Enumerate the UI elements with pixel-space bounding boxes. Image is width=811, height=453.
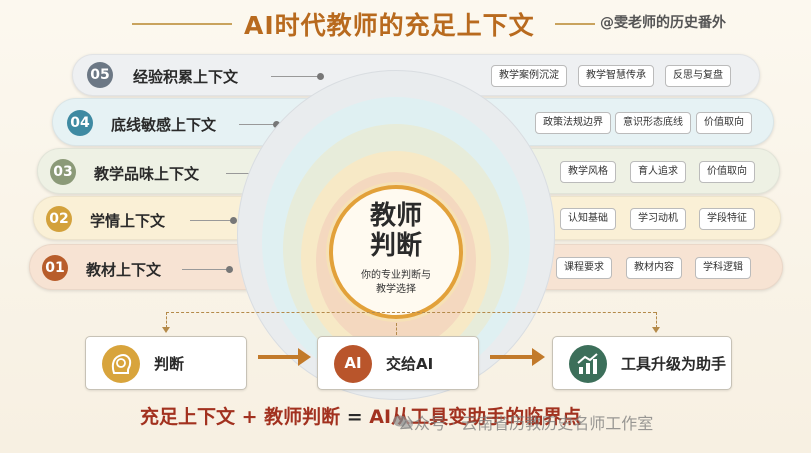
flow-box-judgment: 判断	[85, 336, 247, 390]
band-tag: 育人追求	[630, 161, 686, 183]
flow-box-tool-to-assistant: 工具升级为助手	[552, 336, 732, 390]
title-decor-line-right	[555, 23, 595, 25]
growth-chart-icon	[569, 345, 607, 383]
band-tag: 学习动机	[630, 208, 686, 230]
slogan-part1: 充足上下文 + 教师判断	[140, 406, 347, 428]
band-tag: 价值取向	[699, 161, 755, 183]
title-decor-line-left	[132, 23, 232, 25]
branch-drop-left	[166, 312, 167, 328]
band-label: 教材上下文	[86, 261, 162, 279]
band-tag: 认知基础	[560, 208, 616, 230]
band-tag: 教学智慧传承	[578, 65, 654, 87]
page-title: AI时代教师的充足上下文	[244, 6, 574, 42]
band-tag: 学段特征	[699, 208, 755, 230]
band-tag: 教学风格	[560, 161, 616, 183]
flow-arrow-1	[258, 348, 312, 366]
core-subtitle-line2: 教学选择	[376, 284, 416, 295]
band-number-badge: 02	[46, 206, 72, 232]
slogan-part2: AI从工具变助手的临界点	[362, 406, 582, 428]
band-label: 教学品味上下文	[94, 165, 200, 183]
band-number-badge: 05	[87, 62, 113, 88]
band-tag: 学科逻辑	[695, 257, 751, 279]
band-number-badge: 03	[50, 159, 76, 185]
flow-box-hand-to-ai: AI 交给AI	[317, 336, 479, 390]
band-tag: 课程要求	[556, 257, 612, 279]
band-number-badge: 01	[42, 255, 68, 281]
account-watermark: 公众号 · 云南省历教历史名师工作室	[398, 414, 654, 433]
wechat-logo-icon	[393, 415, 413, 429]
band-tag: 价值取向	[696, 112, 752, 134]
band-label: 学情上下文	[90, 212, 166, 230]
slogan-equals: =	[346, 406, 363, 428]
author-watermark: @雯老师的历史番外	[600, 15, 726, 31]
flow-label: 判断	[154, 355, 185, 373]
band-tag: 反思与复盘	[665, 65, 731, 87]
ai-badge-text: AI	[344, 354, 362, 372]
flow-arrow-2	[490, 348, 546, 366]
band-label: 经验积累上下文	[133, 68, 239, 86]
band-tag: 教材内容	[626, 257, 682, 279]
band-connector	[271, 73, 324, 80]
flow-label: 工具升级为助手	[621, 355, 727, 373]
branch-drop-right	[656, 312, 657, 328]
core-subtitle-line1: 你的专业判断与	[361, 270, 431, 281]
band-connector	[239, 121, 280, 128]
band-number-badge: 04	[67, 110, 93, 136]
core-drop-line	[396, 323, 397, 335]
head-bulb-icon	[102, 345, 140, 383]
branch-line	[166, 312, 656, 313]
band-connector	[182, 266, 233, 273]
arrow-down-icon	[162, 327, 170, 333]
band-tag: 政策法规边界	[535, 112, 611, 134]
band-tag: 教学案例沉淀	[491, 65, 567, 87]
arrow-down-icon	[652, 327, 660, 333]
flow-label: 交给AI	[386, 355, 434, 373]
band-tag: 意识形态底线	[615, 112, 691, 134]
core-title-line1: 教师	[369, 201, 422, 231]
band-connector	[190, 217, 237, 224]
band-label: 底线敏感上下文	[111, 116, 217, 134]
title-prefix: AI	[244, 11, 275, 40]
core-title-line2: 判断	[369, 231, 422, 261]
ai-badge-icon: AI	[334, 345, 372, 383]
bottom-slogan: 充足上下文 + 教师判断 = AI从工具变助手的临界点	[140, 402, 581, 429]
teacher-judgment-core: 教师 判断 你的专业判断与 教学选择	[329, 185, 463, 319]
title-rest: 时代教师的充足上下文	[274, 11, 535, 40]
